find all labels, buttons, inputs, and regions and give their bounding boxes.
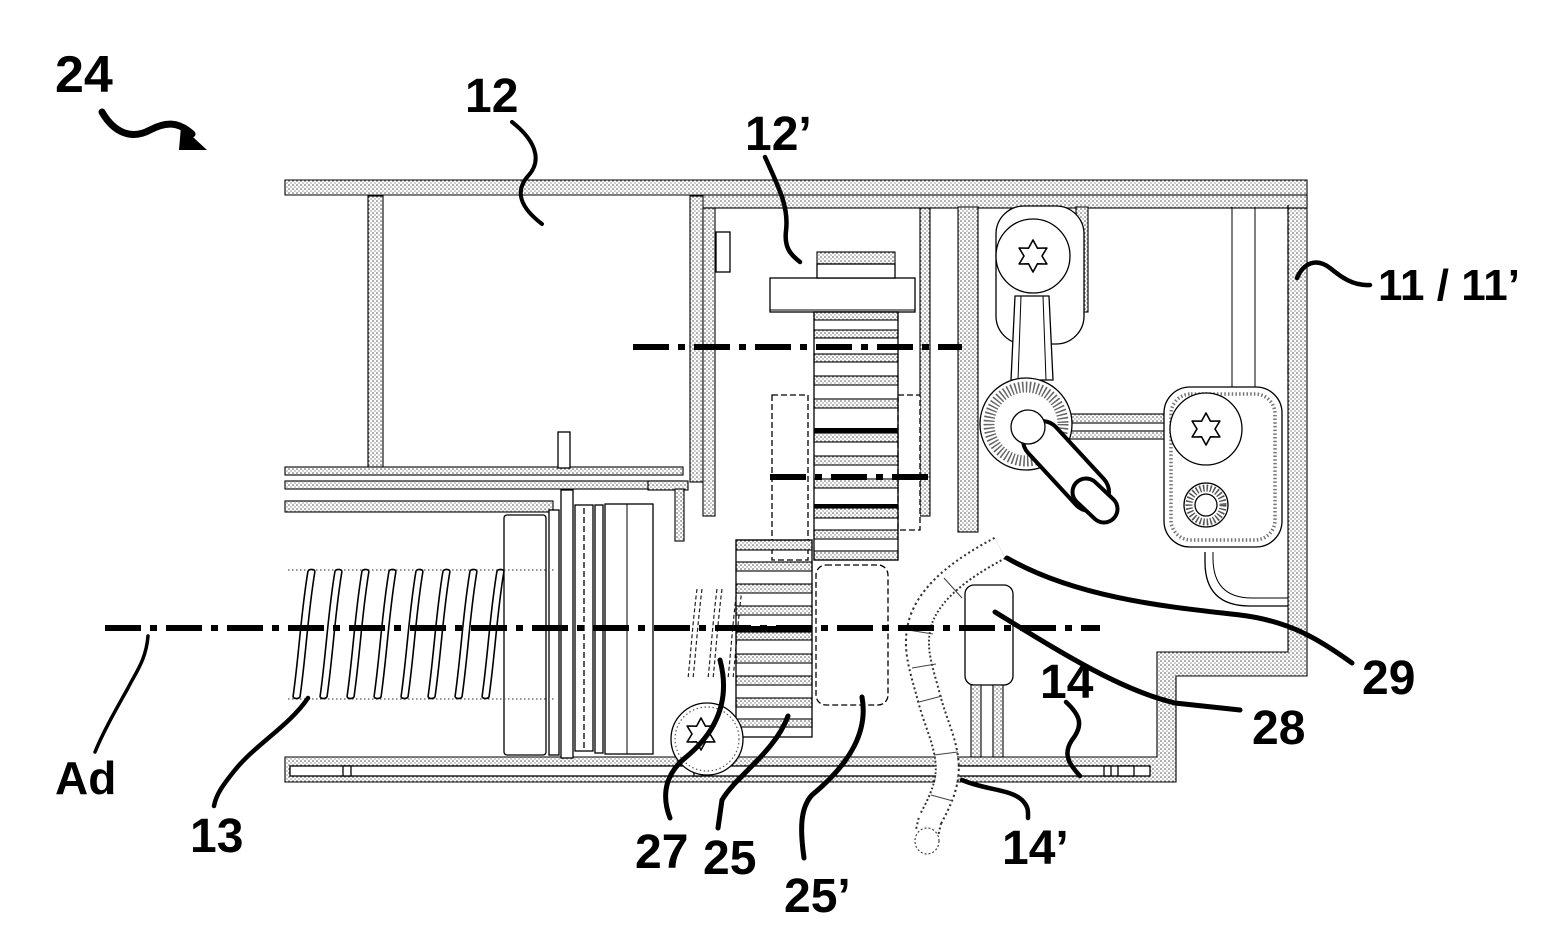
lower-rail-3	[284, 500, 554, 513]
gear-housing-right-wall	[919, 207, 931, 517]
upper-plate	[769, 277, 916, 313]
lower-gear-25	[735, 539, 889, 738]
rail-corner-drop	[674, 488, 685, 542]
leader-29	[1004, 555, 1355, 666]
wall-tab	[715, 231, 731, 273]
bracket-screw	[1169, 392, 1243, 466]
label-28: 28	[1252, 702, 1305, 755]
label-14: 14	[1040, 656, 1094, 709]
top-inner-beam	[699, 194, 1308, 209]
right-mechanism	[979, 205, 1289, 607]
gear-housing-left-wall	[702, 207, 716, 517]
cable-14p	[904, 536, 1006, 855]
block-post	[970, 684, 982, 758]
label-12p: 12’	[745, 108, 812, 161]
block-post	[992, 684, 1004, 758]
leader-28	[992, 609, 1243, 713]
leader-12	[510, 120, 544, 226]
floor-post	[342, 765, 352, 777]
leader-11	[1294, 260, 1373, 288]
gear-stack-12p	[770, 277, 915, 561]
side-plate-right	[897, 394, 921, 531]
small-spring-27	[687, 588, 743, 680]
label-24: 24	[55, 46, 113, 104]
washer-plate	[548, 509, 560, 756]
coil-spring-13	[288, 568, 556, 700]
chamber-divider	[367, 195, 384, 468]
leader-24-arrow	[98, 108, 196, 138]
leader-12p	[762, 154, 803, 265]
gear-cap-12p-lower	[816, 263, 896, 279]
rail-corner	[647, 480, 689, 491]
washer-top-post	[557, 431, 571, 469]
label-27: 27	[635, 826, 688, 879]
reference-labels: 24 12 12’ 11 / 11’ 29 28 14 14’ 25’ 25 2…	[55, 46, 1520, 923]
leader-lines	[93, 108, 1373, 861]
leader-27	[663, 657, 727, 821]
lower-rail-2	[284, 480, 684, 490]
floor-post	[1117, 765, 1135, 777]
label-14p: 14’	[1002, 822, 1069, 875]
chamber-right-wall	[689, 195, 704, 483]
coupling-25p	[815, 564, 889, 706]
block-28	[964, 584, 1014, 758]
gear-cap-12p	[816, 251, 896, 265]
leader-ad	[93, 634, 150, 754]
lever-arm-29	[1010, 409, 1120, 525]
pocket-corner	[1204, 552, 1288, 607]
cable-end-cap	[914, 827, 940, 855]
leader-14	[1063, 699, 1083, 779]
leader-14p	[959, 777, 1031, 821]
arrowhead-24	[179, 126, 207, 150]
bracket-ring	[1183, 482, 1229, 528]
floor-post	[1103, 765, 1112, 777]
beam-rail-1	[1061, 413, 1166, 424]
leader-25	[715, 713, 791, 831]
label-ad: Ad	[55, 752, 116, 804]
screw-top	[995, 218, 1071, 294]
washer-plate-tall	[560, 489, 574, 759]
pivot-hole	[1010, 409, 1046, 445]
label-13: 13	[190, 810, 243, 863]
label-25: 25	[703, 832, 756, 885]
leader-25p	[799, 694, 866, 861]
partition-wall	[957, 206, 979, 533]
gear-housing	[702, 206, 979, 561]
label-25p: 25’	[784, 870, 851, 923]
beam-rail-2	[1061, 430, 1166, 440]
washer-plate-large	[503, 514, 547, 756]
motor-chamber-12	[284, 195, 704, 542]
lower-rail-1	[284, 466, 684, 476]
label-11: 11 / 11’	[1378, 261, 1520, 310]
bracket-plate	[1163, 386, 1283, 548]
label-12: 12	[465, 70, 518, 123]
leader-13	[211, 695, 311, 809]
label-29: 29	[1362, 652, 1415, 705]
link-strut	[1010, 295, 1054, 381]
